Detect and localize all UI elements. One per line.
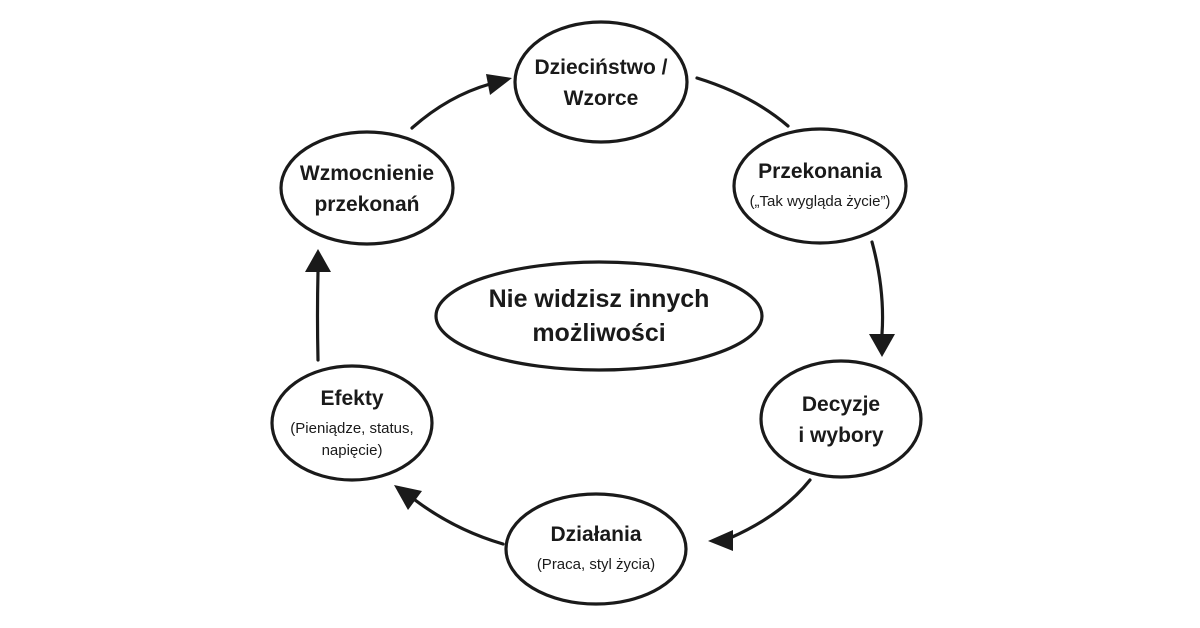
connector-childhood-to-beliefs bbox=[695, 76, 790, 128]
node-center-line2: możliwości bbox=[532, 319, 665, 347]
node-beliefs-ellipse bbox=[732, 127, 908, 245]
node-actions-title: Działania bbox=[550, 523, 641, 546]
node-childhood: Dzieciństwo / Wzorce bbox=[513, 20, 689, 144]
node-beliefs: Przekonania („Tak wygląda życie”) bbox=[732, 127, 908, 245]
node-decisions-line2: i wybory bbox=[798, 424, 884, 447]
arrowhead-effects bbox=[394, 485, 422, 510]
node-actions-ellipse bbox=[504, 492, 688, 606]
node-decisions-ellipse bbox=[759, 359, 923, 479]
node-decisions: Decyzje i wybory bbox=[759, 359, 923, 479]
node-reinforcement-ellipse bbox=[279, 130, 455, 246]
node-reinforcement-line2: przekonań bbox=[314, 193, 419, 216]
arrowhead-childhood bbox=[486, 74, 512, 95]
node-center-line1: Nie widzisz innych bbox=[489, 285, 710, 313]
arrowhead-decisions bbox=[869, 334, 895, 357]
node-actions: Działania (Praca, styl życia) bbox=[504, 492, 688, 606]
node-center: Nie widzisz innych możliwości bbox=[434, 260, 764, 372]
node-center-ellipse bbox=[434, 260, 764, 372]
node-reinforcement-line1: Wzmocnienie bbox=[300, 162, 434, 185]
node-actions-subtitle: (Praca, styl życia) bbox=[537, 556, 655, 573]
node-reinforcement: Wzmocnienie przekonań bbox=[279, 130, 455, 246]
node-beliefs-title: Przekonania bbox=[758, 160, 882, 183]
arrow-beliefs-to-decisions bbox=[870, 240, 885, 336]
arrow-reinforcement-to-childhood bbox=[410, 82, 492, 130]
node-childhood-line1: Dzieciństwo / bbox=[534, 56, 667, 79]
node-childhood-line2: Wzorce bbox=[564, 87, 639, 110]
node-beliefs-subtitle: („Tak wygląda życie”) bbox=[750, 193, 891, 210]
arrowhead-actions bbox=[708, 530, 733, 551]
node-effects: Efekty (Pieniądze, status, napięcie) bbox=[270, 364, 434, 482]
node-effects-subtitle1: (Pieniądze, status, bbox=[290, 420, 413, 437]
node-effects-title: Efekty bbox=[320, 387, 383, 410]
node-childhood-ellipse bbox=[513, 20, 689, 144]
arrow-decisions-to-actions bbox=[728, 478, 812, 540]
node-effects-subtitle2: napięcie) bbox=[322, 442, 383, 459]
arrowhead-reinforcement bbox=[305, 249, 331, 272]
node-effects-ellipse bbox=[270, 364, 434, 482]
arrow-actions-to-effects bbox=[413, 498, 505, 546]
node-decisions-line1: Decyzje bbox=[802, 393, 880, 416]
arrow-effects-to-reinforcement bbox=[315, 270, 320, 362]
